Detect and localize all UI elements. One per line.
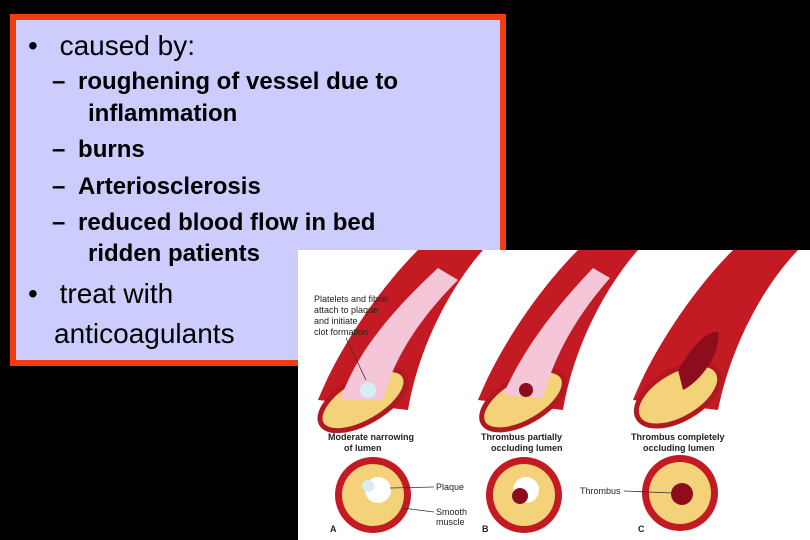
text-box: • caused by: – roughening of vessel due …: [10, 14, 506, 366]
sub-item-roughening: – roughening of vessel due to: [52, 68, 398, 96]
caption-c-2: occluding lumen: [643, 443, 715, 453]
thrombus-illustration: Platelets and fibrin attach to plaque an…: [298, 250, 810, 540]
sub-item-reduced-flow-cont: ridden patients: [88, 240, 261, 267]
bullet-treat-with-cont: anticoagulants: [54, 318, 235, 349]
sub-item-reduced-flow: – reduced blood flow in bed: [52, 209, 375, 237]
label-plaque: Plaque: [436, 482, 464, 492]
cross-section-c: [642, 455, 718, 531]
sub-marker: –: [52, 173, 66, 200]
sub-marker: –: [52, 136, 66, 163]
label-muscle: muscle: [436, 517, 465, 527]
cross-section-a: [335, 457, 411, 533]
sub-text: Arteriosclerosis: [78, 173, 261, 200]
sub-marker: –: [52, 68, 66, 95]
annotation-line: Platelets and fibrin: [314, 294, 388, 304]
caption-a-2: of lumen: [344, 443, 382, 453]
vessel-a: [317, 250, 483, 434]
caption-b-1: Thrombus partially: [481, 432, 562, 442]
panel-letter-c: C: [638, 524, 645, 534]
vessel-b: [478, 250, 638, 433]
panel-letter-a: A: [330, 524, 337, 534]
sub-marker: –: [52, 209, 66, 236]
sub-text: burns: [78, 136, 145, 163]
bullet-text: caused by:: [59, 30, 196, 61]
sub-item-roughening-cont: inflammation: [88, 100, 238, 127]
label-thrombus: Thrombus: [580, 486, 621, 496]
illustration-svg: Platelets and fibrin attach to plaque an…: [314, 250, 798, 534]
bullet-caused-by: • caused by:: [28, 30, 195, 62]
bullet-marker: •: [28, 278, 38, 309]
annotation-line: clot formation: [314, 327, 368, 337]
bullet-text: treat with: [59, 278, 174, 309]
cross-section-b: [486, 457, 562, 533]
sub-text: reduced blood flow in bed: [78, 209, 376, 236]
annotation: Platelets and fibrin attach to plaque an…: [314, 294, 388, 381]
sub-item-burns: – burns: [52, 136, 145, 164]
bullet-marker: •: [28, 30, 38, 61]
caption-a-1: Moderate narrowing: [328, 432, 414, 442]
annotation-line: attach to plaque: [314, 305, 378, 315]
caption-c-1: Thrombus completely: [631, 432, 725, 442]
sub-item-arteriosclerosis: – Arteriosclerosis: [52, 173, 261, 201]
panel-letter-b: B: [482, 524, 489, 534]
vessel-c: [633, 250, 798, 429]
caption-b-2: occluding lumen: [491, 443, 563, 453]
label-smooth: Smooth: [436, 507, 467, 517]
bullet-treat-with: • treat with: [28, 278, 173, 310]
annotation-line: and initiate: [314, 316, 358, 326]
sub-text: roughening of vessel due to: [78, 68, 399, 95]
